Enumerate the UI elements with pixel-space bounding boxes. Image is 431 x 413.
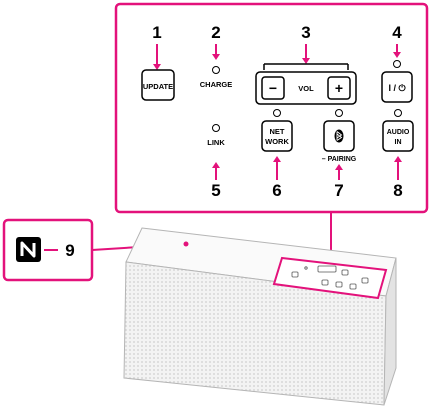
network-label-line2: WORK bbox=[265, 137, 289, 146]
audio-in-button[interactable]: AUDIO IN bbox=[382, 120, 414, 152]
bluetooth-pairing-button[interactable] bbox=[323, 120, 355, 152]
bluetooth-icon bbox=[334, 129, 344, 143]
update-label: UPDATE bbox=[143, 82, 173, 91]
speaker-nfc-dot bbox=[183, 241, 189, 247]
vol-minus-button[interactable]: − bbox=[261, 76, 285, 100]
vol-plus-label: + bbox=[335, 80, 343, 96]
vol-label: VOL bbox=[298, 84, 314, 93]
pairing-label: – PAIRING bbox=[322, 156, 357, 163]
callout-number-8: 8 bbox=[393, 181, 402, 200]
bluetooth-indicator-led bbox=[335, 109, 343, 117]
power-indicator-led bbox=[393, 60, 401, 68]
vol-plus-button[interactable]: + bbox=[327, 76, 351, 100]
nfc-icon bbox=[16, 237, 41, 262]
power-icon: I / ⏻ bbox=[388, 83, 406, 93]
network-indicator-led bbox=[273, 109, 281, 117]
leader-lines bbox=[153, 44, 402, 180]
charge-indicator-led bbox=[212, 66, 220, 74]
speaker-illustration bbox=[123, 227, 397, 406]
audio-in-label-line2: IN bbox=[395, 139, 402, 146]
audio-in-indicator-led bbox=[394, 109, 402, 117]
callout-number-5: 5 bbox=[211, 181, 220, 200]
audio-in-label-line1: AUDIO bbox=[387, 129, 410, 136]
speaker-control-area bbox=[272, 256, 388, 300]
callout-panel bbox=[114, 2, 429, 214]
update-button[interactable]: UPDATE bbox=[141, 69, 175, 101]
callout-number-9: 9 bbox=[65, 241, 74, 260]
power-button[interactable]: I / ⏻ bbox=[381, 71, 413, 103]
callout-number-6: 6 bbox=[272, 181, 281, 200]
network-label-line1: NET bbox=[270, 127, 285, 136]
callout-number-2: 2 bbox=[211, 23, 220, 42]
link-label: LINK bbox=[207, 138, 225, 147]
callout-number-3: 3 bbox=[301, 23, 310, 42]
network-button[interactable]: NET WORK bbox=[261, 120, 293, 152]
charge-label: CHARGE bbox=[200, 80, 233, 89]
vol-minus-label: − bbox=[269, 80, 277, 96]
callout-number-1: 1 bbox=[152, 23, 161, 42]
callout-number-4: 4 bbox=[392, 23, 402, 42]
link-indicator-led bbox=[212, 124, 220, 132]
callout-number-7: 7 bbox=[334, 181, 343, 200]
